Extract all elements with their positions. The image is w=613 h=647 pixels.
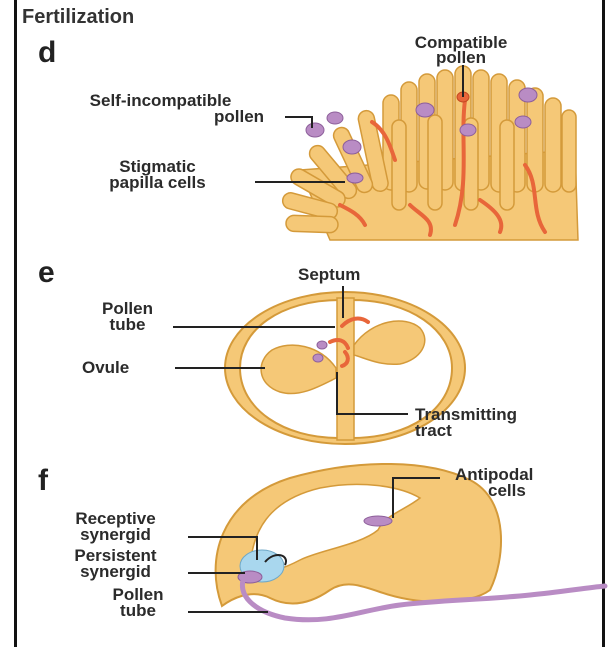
antipodal-cells: [364, 516, 392, 526]
label-persistent-2: synergid: [38, 563, 193, 580]
label-pollen-tube-f-2: tube: [88, 602, 188, 619]
label-antipodal-2: cells: [488, 482, 526, 499]
label-receptive-2: synergid: [38, 526, 193, 543]
